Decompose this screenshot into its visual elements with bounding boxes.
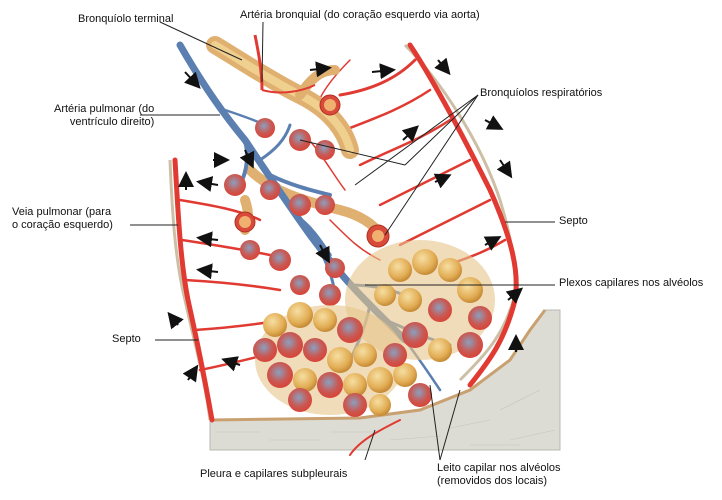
- label-alveolar-capillary-bed: Leito capilar nos alvéolos (removidos do…: [437, 462, 561, 488]
- label-alveolar-capillary-bed-line1: Leito capilar nos alvéolos: [437, 462, 561, 475]
- label-septum-left: Septo: [112, 333, 141, 346]
- label-terminal-bronchiole: Bronquíolo terminal: [78, 13, 173, 26]
- label-alveolar-capillary-plexus: Plexos capilares nos alvéolos: [559, 277, 703, 290]
- label-septum-right: Septo: [559, 215, 588, 228]
- label-pulmonary-vein-line2: o coração esquerdo): [12, 219, 113, 232]
- label-pulmonary-vein-line1: Veia pulmonar (para: [12, 206, 113, 219]
- label-pulmonary-artery: Artéria pulmonar (do ventrículo direito): [54, 103, 154, 129]
- label-respiratory-bronchioles: Bronquíolos respiratórios: [480, 87, 602, 100]
- label-pleura-subpleural-capillaries: Pleura e capilares subpleurais: [200, 468, 347, 481]
- alveolar-cluster: [253, 240, 495, 417]
- label-bronchial-artery: Artéria bronquial (do coração esquerdo v…: [240, 9, 480, 22]
- label-pulmonary-artery-line2: ventrículo direito): [54, 116, 154, 129]
- label-pulmonary-artery-line1: Artéria pulmonar (do: [54, 103, 154, 116]
- label-alveolar-capillary-bed-line2: (removidos dos locais): [437, 475, 561, 488]
- label-pulmonary-vein: Veia pulmonar (para o coração esquerdo): [12, 206, 113, 232]
